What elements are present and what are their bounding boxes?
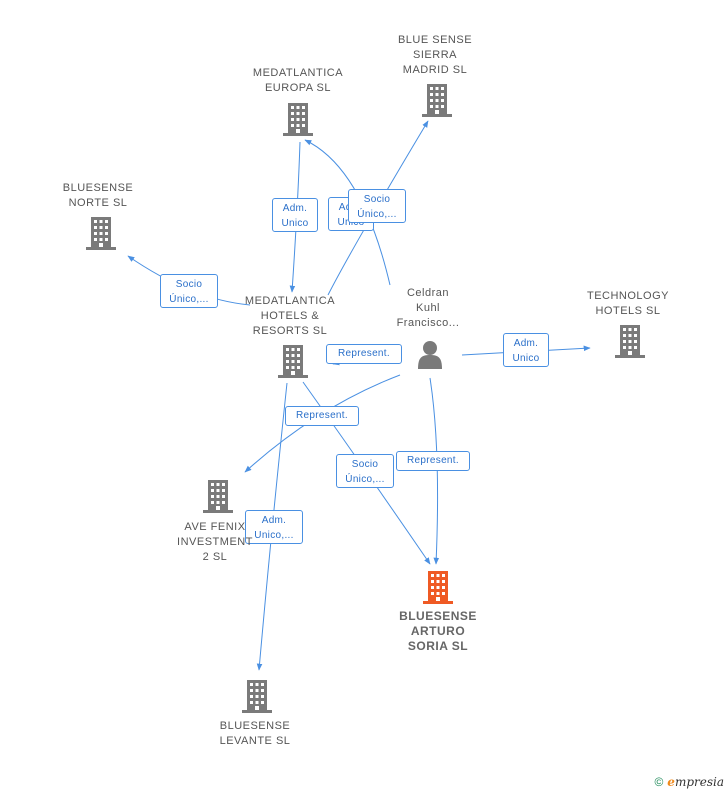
building-icon[interactable] — [283, 103, 313, 136]
edge-label[interactable]: Adm. Unico — [503, 333, 549, 367]
node-label-medatlantica-hotels[interactable]: MEDATLANTICA HOTELS & RESORTS SL — [244, 295, 336, 337]
footer-brand: © empresia — [654, 775, 724, 789]
node-label-ave-fenix[interactable]: AVE FENIX INVESTMENT 2 SL — [177, 521, 253, 563]
node-label-medatlantica-europa[interactable]: MEDATLANTICA EUROPA SL — [252, 67, 344, 94]
copyright-icon: © — [654, 775, 664, 789]
edge-label[interactable]: Adm. Unico,... — [245, 510, 303, 544]
edge-label[interactable]: Socio Único,... — [160, 274, 218, 308]
building-icon[interactable] — [423, 571, 453, 604]
node-label-celdran[interactable]: Celdran Kuhl Francisco... — [396, 287, 460, 329]
node-label-bluesense-levante[interactable]: BLUESENSE LEVANTE SL — [219, 720, 291, 747]
node-label-blue-sense-sierra[interactable]: BLUE SENSE SIERRA MADRID SL — [397, 34, 473, 76]
empresia-logo: empresia — [667, 775, 724, 789]
building-icon[interactable] — [615, 325, 645, 358]
building-icon[interactable] — [278, 345, 308, 378]
edge-label[interactable]: Socio Único,... — [348, 189, 406, 223]
building-icon[interactable] — [422, 84, 452, 117]
edge-label[interactable]: Represent. — [396, 451, 470, 471]
edge-label[interactable]: Represent. — [285, 406, 359, 426]
person-icon[interactable] — [418, 341, 442, 369]
building-icon[interactable] — [203, 480, 233, 513]
edge-label[interactable]: Socio Único,... — [336, 454, 394, 488]
edge-celdran-to-bluesense_arturo — [429, 377, 440, 565]
edge-label[interactable]: Represent. — [326, 344, 402, 364]
node-label-technology-hotels[interactable]: TECHNOLOGY HOTELS SL — [586, 290, 669, 317]
node-label-bluesense-norte[interactable]: BLUESENSE NORTE SL — [62, 182, 134, 209]
building-icon[interactable] — [86, 217, 116, 250]
edge-label[interactable]: Adm. Unico — [272, 198, 318, 232]
building-icon[interactable] — [242, 680, 272, 713]
node-label-bluesense-arturo[interactable]: BLUESENSE ARTURO SORIA SL — [399, 609, 477, 653]
